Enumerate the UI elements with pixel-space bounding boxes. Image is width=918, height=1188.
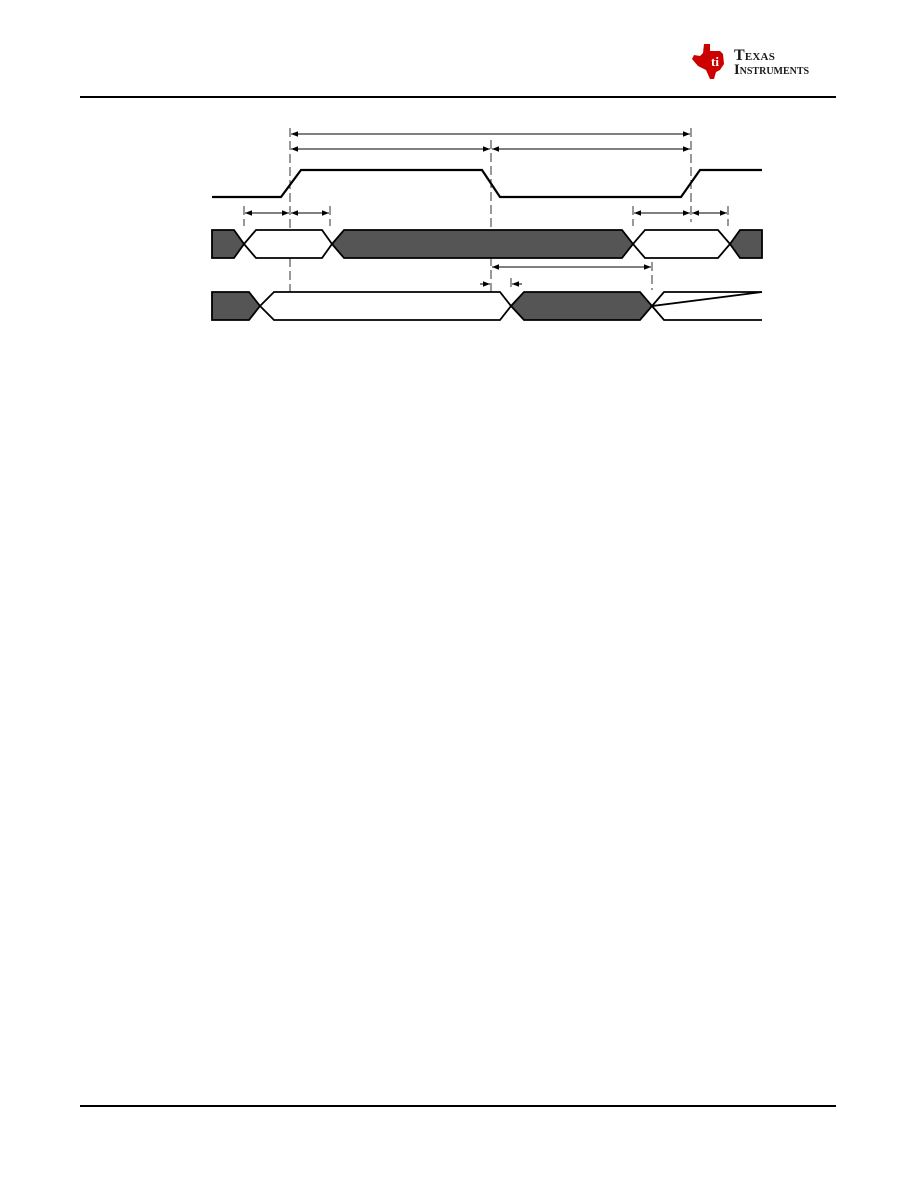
output-valid-1 — [258, 291, 513, 321]
input-invalid-1 — [211, 229, 246, 259]
input-invalid-3 — [728, 229, 763, 259]
input-data-bus — [211, 229, 763, 259]
output-invalid-2 — [509, 291, 654, 321]
input-invalid-2 — [330, 229, 635, 259]
brand-line2: Instruments — [734, 62, 810, 78]
ti-logo: ti Texas Instruments — [690, 42, 840, 82]
clock-waveform — [212, 168, 762, 199]
ti-logo-icon: ti — [692, 44, 724, 79]
timing-diagram — [211, 128, 763, 321]
input-valid-2 — [631, 229, 732, 259]
svg-text:ti: ti — [711, 54, 719, 69]
reference-lines — [243, 128, 729, 294]
output-invalid-1 — [211, 291, 262, 321]
input-valid-1 — [242, 229, 334, 259]
output-data-bus — [211, 291, 763, 321]
dimension-arrows — [245, 131, 727, 287]
brand-line1: Texas — [734, 47, 776, 64]
footer-rule — [80, 1105, 836, 1107]
header-rule — [80, 96, 836, 98]
output-valid-2-bottom — [651, 305, 762, 321]
output-valid-2 — [649, 291, 763, 308]
